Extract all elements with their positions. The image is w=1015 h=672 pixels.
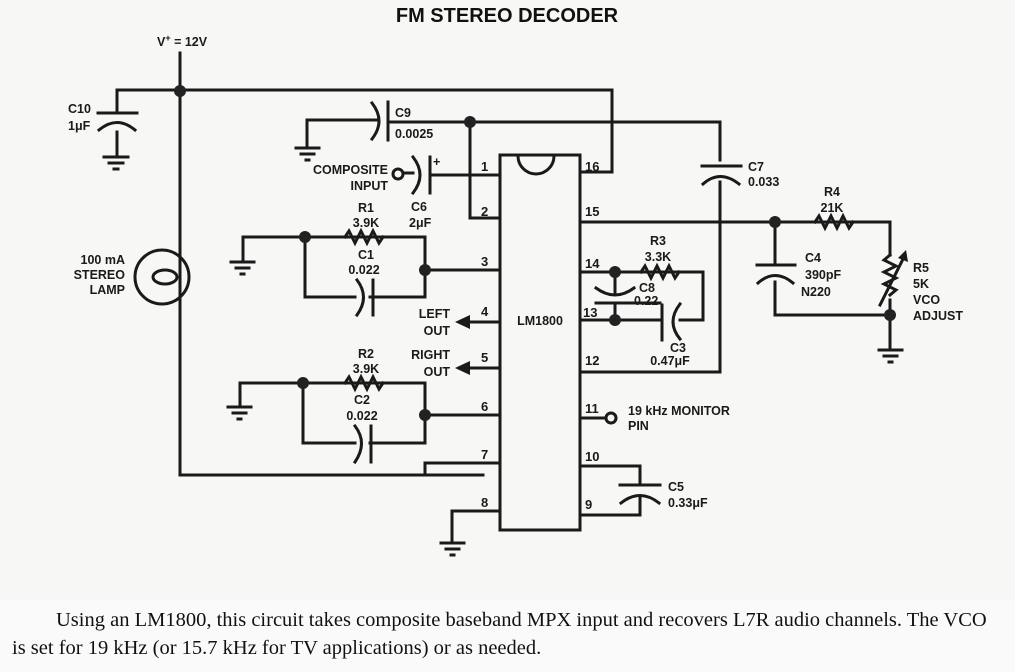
svg-text:STEREO: STEREO xyxy=(74,268,126,282)
capacitor-c3: C3 0.47μF xyxy=(650,301,690,368)
svg-text:VCO: VCO xyxy=(913,293,940,307)
svg-text:C6: C6 xyxy=(411,200,427,214)
svg-text:5K: 5K xyxy=(913,277,929,291)
svg-text:+: + xyxy=(433,155,440,169)
capacitor-c4: C4 390pF N220 xyxy=(755,251,841,299)
pin-7: 7 xyxy=(481,447,488,462)
pin-1: 1 xyxy=(481,159,488,174)
svg-text:C8: C8 xyxy=(639,281,655,295)
potentiometer-r5: R5 5K VCO ADJUST xyxy=(877,250,963,323)
svg-text:R1: R1 xyxy=(358,201,374,215)
svg-text:PIN: PIN xyxy=(628,419,649,433)
pin-9: 9 xyxy=(585,497,592,512)
svg-text:INPUT: INPUT xyxy=(351,179,389,193)
caption: Using an LM1800, this circuit takes comp… xyxy=(0,600,1015,672)
svg-text:C1: C1 xyxy=(358,248,374,262)
svg-text:C3: C3 xyxy=(670,341,686,355)
caption-text: Using an LM1800, this circuit takes comp… xyxy=(12,609,987,659)
capacitor-c6: + C6 2μF xyxy=(409,154,440,230)
svg-text:C4: C4 xyxy=(805,251,821,265)
pin-14: 14 xyxy=(585,256,600,271)
svg-text:RIGHT: RIGHT xyxy=(411,348,450,362)
pin-4: 4 xyxy=(481,304,489,319)
svg-text:100 mA: 100 mA xyxy=(81,253,125,267)
capacitor-c10: C10 1μF xyxy=(68,102,139,133)
ground-icon xyxy=(102,146,904,557)
ic-label: LM1800 xyxy=(517,314,563,328)
ic-lm1800: LM1800 1 2 3 4 5 6 7 8 9 10 11 12 13 14 … xyxy=(481,153,600,532)
svg-text:3.9K: 3.9K xyxy=(353,362,379,376)
svg-text:390pF: 390pF xyxy=(805,268,841,282)
svg-text:OUT: OUT xyxy=(424,324,451,338)
svg-text:0.0025: 0.0025 xyxy=(395,127,433,141)
resistor-r2: R2 3.9K xyxy=(342,347,386,393)
svg-text:0.33μF: 0.33μF xyxy=(668,496,708,510)
svg-text:ADJUST: ADJUST xyxy=(913,309,963,323)
svg-text:C2: C2 xyxy=(354,393,370,407)
monitor-pin-terminal: 19 kHz MONITOR PIN xyxy=(604,404,730,433)
diagram-title: FM STEREO DECODER xyxy=(396,5,619,27)
pin-3: 3 xyxy=(481,254,488,269)
capacitor-c1: C1 0.022 xyxy=(348,248,380,318)
pin-16: 16 xyxy=(585,159,599,174)
svg-text:0.033: 0.033 xyxy=(748,175,779,189)
pin-12: 12 xyxy=(585,353,599,368)
junctions xyxy=(174,85,896,421)
svg-text:C7: C7 xyxy=(748,160,764,174)
svg-text:0.022: 0.022 xyxy=(346,409,377,423)
capacitor-c9: C9 0.0025 xyxy=(369,100,433,142)
pin-5: 5 xyxy=(481,350,488,365)
svg-text:R2: R2 xyxy=(358,347,374,361)
supply-label: V+ = 12V xyxy=(157,33,208,49)
svg-text:21K: 21K xyxy=(821,201,844,215)
capacitor-c7: C7 0.033 xyxy=(700,160,779,189)
composite-input-terminal: COMPOSITE INPUT xyxy=(313,163,405,193)
svg-text:R5: R5 xyxy=(913,261,929,275)
svg-text:N220: N220 xyxy=(801,285,831,299)
resistor-r3: R3 3.3K xyxy=(638,234,682,282)
capacitor-c8: C8 0.22 xyxy=(593,281,662,308)
pin-6: 6 xyxy=(481,399,488,414)
resistor-r1: R1 3.9K xyxy=(342,201,386,247)
svg-text:LEFT: LEFT xyxy=(419,307,451,321)
pin-11: 11 xyxy=(585,401,599,416)
schematic: FM STEREO DECODER V+ = 12V xyxy=(68,5,963,557)
svg-text:1μF: 1μF xyxy=(68,119,91,133)
svg-text:3.3K: 3.3K xyxy=(645,250,671,264)
svg-text:R3: R3 xyxy=(650,234,666,248)
capacitor-c2: C2 0.022 xyxy=(346,393,378,465)
pin-8: 8 xyxy=(481,495,488,510)
svg-text:C10: C10 xyxy=(68,102,91,116)
svg-text:C9: C9 xyxy=(395,106,411,120)
pin-15: 15 xyxy=(585,204,599,219)
svg-text:C5: C5 xyxy=(668,480,684,494)
svg-text:0.22: 0.22 xyxy=(634,294,658,308)
left-out-arrow-icon: LEFT OUT xyxy=(419,307,470,338)
pin-13: 13 xyxy=(583,305,597,320)
svg-text:19 kHz MONITOR: 19 kHz MONITOR xyxy=(628,404,730,418)
svg-text:3.9K: 3.9K xyxy=(353,216,379,230)
pin-10: 10 xyxy=(585,449,599,464)
right-out-arrow-icon: RIGHT OUT xyxy=(411,348,470,379)
resistor-r4: R4 21K xyxy=(812,185,856,232)
svg-text:OUT: OUT xyxy=(424,365,451,379)
pin-2: 2 xyxy=(481,204,488,219)
svg-text:LAMP: LAMP xyxy=(90,283,125,297)
stereo-lamp-icon: 100 mA STEREO LAMP xyxy=(74,248,191,306)
wires xyxy=(115,51,892,545)
svg-text:R4: R4 xyxy=(824,185,840,199)
svg-text:0.47μF: 0.47μF xyxy=(650,354,690,368)
svg-text:COMPOSITE: COMPOSITE xyxy=(313,163,388,177)
svg-text:2μF: 2μF xyxy=(409,216,432,230)
capacitor-c5: C5 0.33μF xyxy=(618,480,708,510)
svg-text:0.022: 0.022 xyxy=(348,263,379,277)
